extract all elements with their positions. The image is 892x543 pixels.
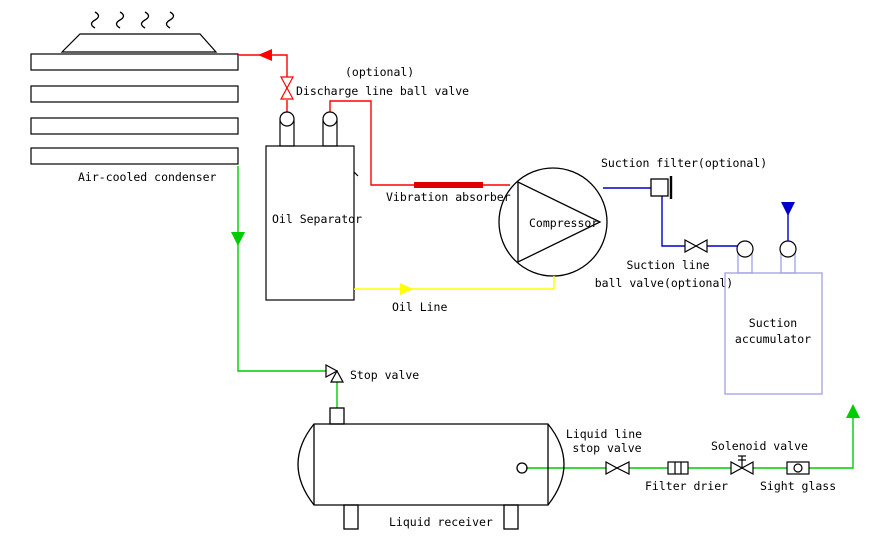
discharge-ball-valve-icon [279, 76, 295, 100]
liquid-stop-valve-icon [605, 460, 630, 476]
liquid-receiver-label: Liquid receiver [389, 515, 493, 529]
compressor-label: Compressor [529, 216, 598, 230]
condenser-fan-hood [60, 33, 218, 53]
compressor [498, 167, 608, 277]
condenser-coil-row [30, 147, 239, 165]
liquid-stop-valve-label-line2: stop valve [572, 441, 641, 455]
flow-direction-arrow-icon [781, 202, 795, 216]
suction-line [603, 187, 745, 247]
oil-line [354, 276, 555, 290]
stop-valve-label: Stop valve [350, 368, 419, 382]
oil-separator-label: Oil Separator [272, 212, 362, 226]
liquid-stop-valve-label-line1: Liquid line [566, 427, 642, 441]
accumulator-port [779, 240, 797, 258]
filter-drier-label: Filter drier [645, 479, 728, 493]
oil-separator [265, 111, 359, 301]
suction-ball-valve-icon [684, 238, 708, 254]
discharge-optional-label: (optional) [345, 65, 414, 79]
suction-filter-icon [650, 176, 673, 199]
condenser-coil-row [30, 53, 239, 71]
condenser-coil-row [30, 117, 239, 135]
heat-wave-icon [90, 11, 175, 29]
accumulator-port [736, 240, 754, 258]
discharge-valve-label: Discharge line ball valve [296, 84, 469, 98]
sight-glass-label: Sight glass [760, 479, 836, 493]
suction-filter-label: Suction filter(optional) [601, 156, 767, 170]
stop-valve-icon [325, 363, 345, 383]
flow-direction-arrow-icon [846, 404, 860, 418]
condenser-coil-row [30, 85, 239, 103]
filter-drier-icon [667, 461, 689, 475]
air-cooled-condenser [30, 11, 239, 165]
discharge-line [238, 54, 510, 186]
accumulator-label-line1: Suction [749, 316, 797, 330]
liquid-receiver [297, 407, 565, 530]
solenoid-valve-label: Solenoid valve [711, 439, 808, 453]
flow-direction-arrow-icon [231, 232, 245, 246]
suction-valve-label-line2: ball valve(optional) [595, 276, 733, 290]
flow-direction-arrow-icon [258, 49, 272, 61]
accumulator-label-line2: accumulator [735, 332, 811, 346]
suction-valve-label-line1: Suction line [626, 258, 709, 272]
flow-direction-arrow-icon [400, 283, 413, 295]
vibration-absorber-label: Vibration absorber [386, 190, 511, 204]
solenoid-valve-icon [730, 455, 754, 476]
sight-glass-icon [786, 461, 810, 475]
vibration-absorber [414, 182, 483, 188]
oil-line-label: Oil Line [392, 300, 447, 314]
condenser-label: Air-cooled condenser [78, 170, 217, 184]
